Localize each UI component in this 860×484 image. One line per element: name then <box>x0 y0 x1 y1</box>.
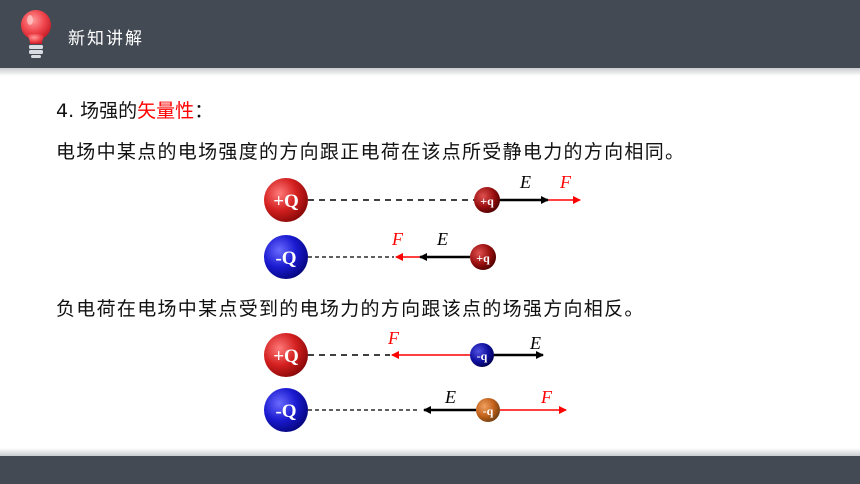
heading-line: 4. 场强的矢量性： <box>56 96 213 123</box>
source-charge-label: +Q <box>273 191 299 212</box>
sentence-negative: 负电荷在电场中某点受到的电场力的方向跟该点的场强方向相反。 <box>56 298 645 320</box>
source-charge-positive <box>264 178 308 222</box>
test-charge-label: +q <box>480 194 494 208</box>
test-charge-negative <box>470 343 494 367</box>
field-label: E <box>436 229 448 249</box>
source-charge-negative <box>264 235 308 279</box>
sentence-positive: 电场中某点的电场强度的方向跟正电荷在该点所受静电力的方向相同。 <box>56 141 686 163</box>
diagram-4: -Q -q E F <box>264 387 567 432</box>
source-charge-label: -Q <box>275 248 296 269</box>
header-title: 新知讲解 <box>68 29 144 49</box>
diagram-2: -Q +q E F <box>264 229 496 279</box>
field-label: E <box>444 387 456 407</box>
diagram-1: +Q +q E F <box>264 172 581 222</box>
footer-bar <box>0 456 860 484</box>
heading-prefix: 4. 场强的 <box>56 100 138 122</box>
heading-highlight: 矢量性 <box>137 100 195 122</box>
force-label: F <box>387 328 400 348</box>
test-charge-negative <box>476 398 500 422</box>
source-charge-label: +Q <box>273 346 299 367</box>
source-charge-label: -Q <box>275 401 296 422</box>
diagram-3: +Q -q E F <box>264 328 544 377</box>
test-charge-positive <box>474 187 500 213</box>
header-bar <box>0 0 860 68</box>
footer-shadow <box>0 448 860 456</box>
field-label: E <box>529 333 541 353</box>
force-label: F <box>559 172 572 192</box>
heading-suffix: ： <box>194 100 214 122</box>
test-charge-label: -q <box>483 404 494 418</box>
lightbulb-icon <box>21 10 51 58</box>
force-label: F <box>391 229 404 249</box>
source-charge-negative <box>264 388 308 432</box>
test-charge-label: -q <box>477 349 488 363</box>
test-charge-label: +q <box>476 251 490 265</box>
source-charge-positive <box>264 333 308 377</box>
force-label: F <box>540 387 553 407</box>
test-charge-positive <box>470 244 496 270</box>
field-label: E <box>519 172 531 192</box>
header-shadow <box>0 68 860 76</box>
